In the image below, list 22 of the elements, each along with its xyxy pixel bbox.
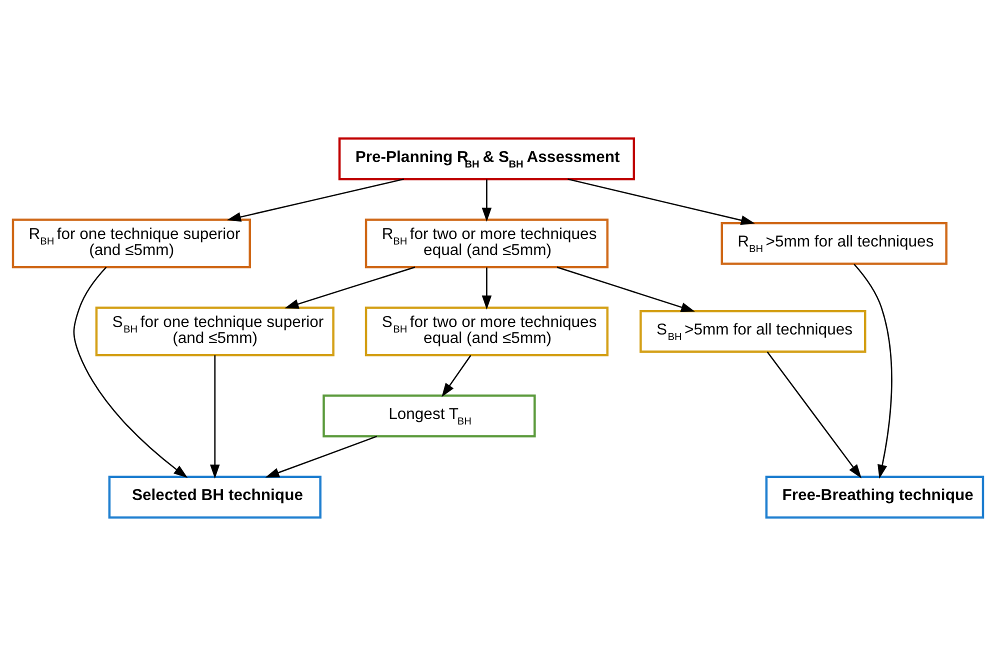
- arrow: [556, 266, 696, 312]
- node-box: R$_{BH}$ for two or more techniques equal (and ≤5mm): [364, 218, 609, 268]
- arrow: [284, 266, 416, 309]
- arrow: [766, 352, 862, 478]
- node-box: S$_{BH}$ for two or more techniques equal (and ≤5mm): [364, 306, 609, 356]
- node-box: Free-Breathing technique: [765, 476, 984, 519]
- arrow: [210, 355, 220, 479]
- arrow: [442, 355, 472, 398]
- arrow: [482, 179, 492, 222]
- node-box: R$_{BH}$ >5mm for all techniques: [720, 222, 948, 265]
- arrow: [226, 178, 404, 222]
- arrow: [482, 268, 492, 310]
- arrow: [854, 264, 892, 479]
- node-box: R$_{BH}$ for one technique superior (and ≤5mm): [12, 218, 251, 268]
- node-box: Selected BH technique: [108, 476, 322, 519]
- node-box: S$_{BH}$ for one technique superior (and ≤5mm): [95, 306, 334, 356]
- node-box: Pre-Planning R$_{BH}$ & S$_{BH}$ Assessment: [338, 137, 636, 180]
- node-box: Longest T$_{BH}$: [322, 394, 536, 438]
- arrow: [73, 266, 188, 478]
- arrow: [568, 178, 755, 226]
- node-box: S$_{BH}$ >5mm for all techniques: [640, 310, 866, 353]
- arrow: [265, 436, 377, 478]
